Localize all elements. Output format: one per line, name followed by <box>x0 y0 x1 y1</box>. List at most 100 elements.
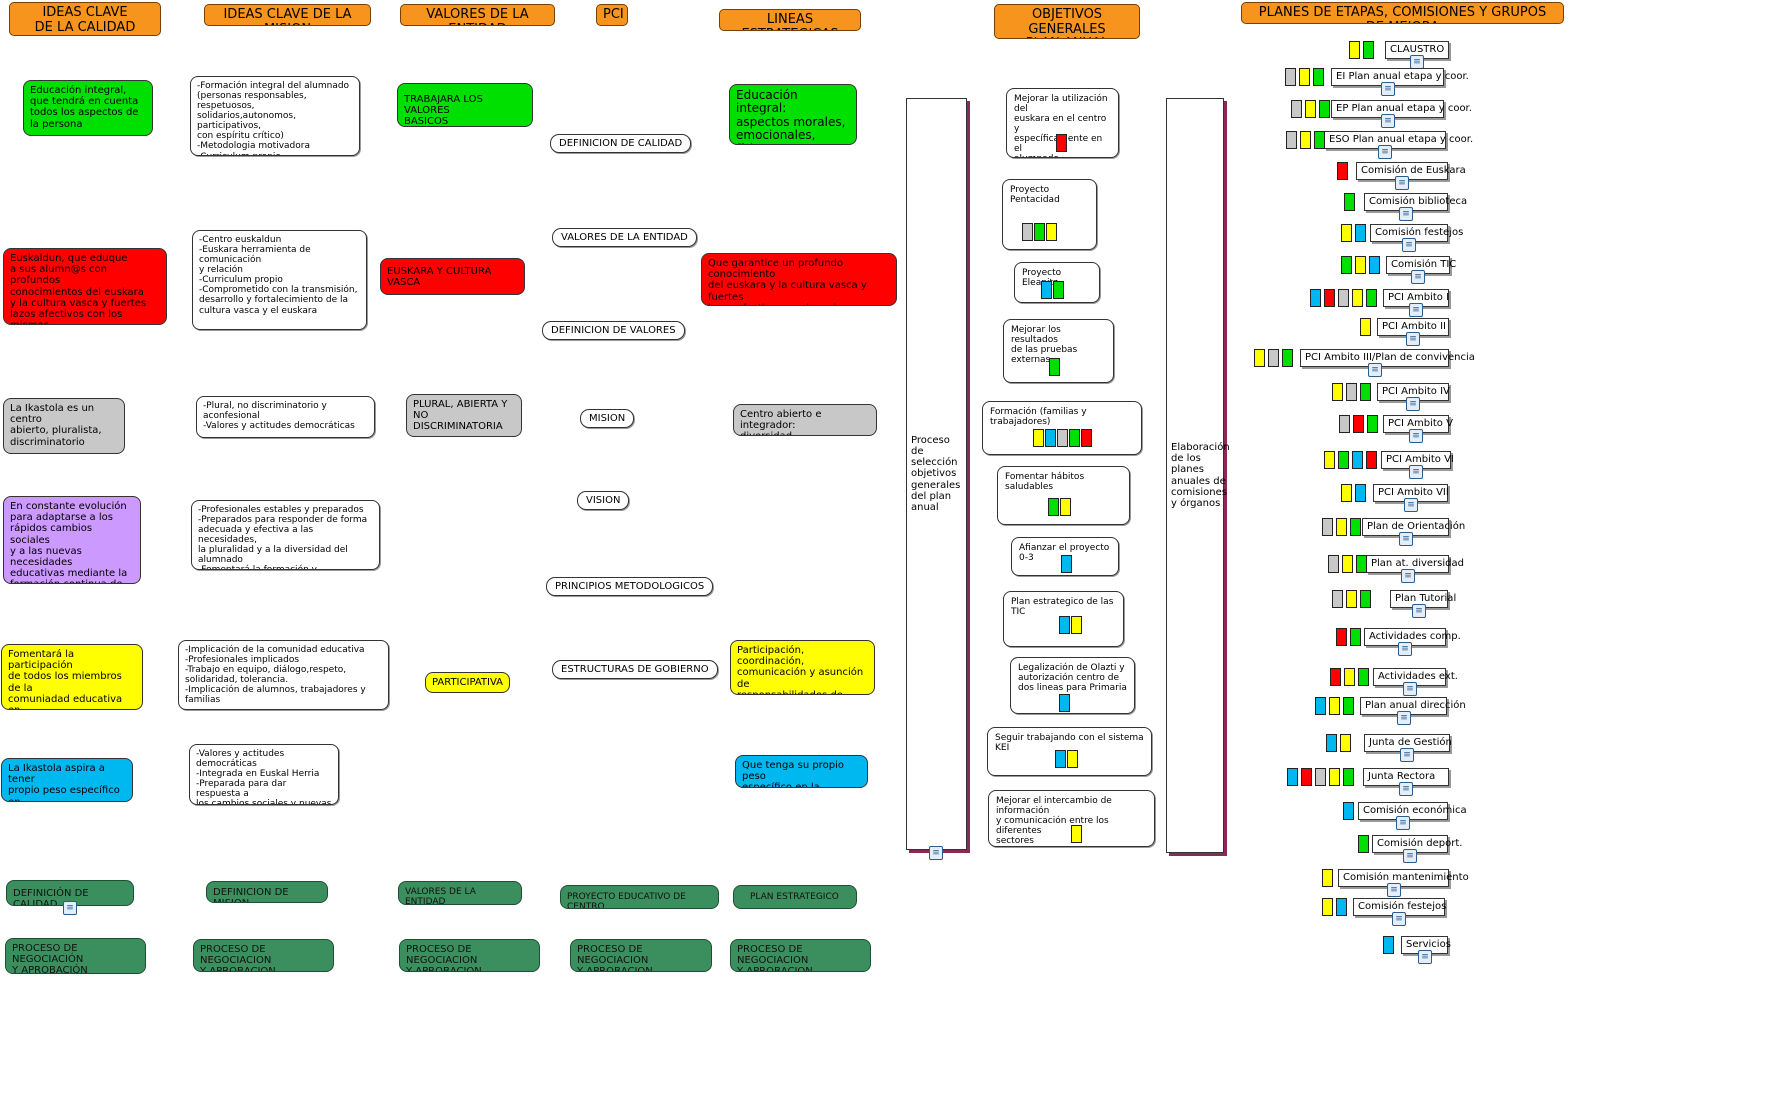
plan-color-marker <box>1326 734 1337 752</box>
plan-color-marker <box>1313 68 1324 86</box>
bottom-proceso-4[interactable]: PROCESO DE NEGOCIACION Y APROBACION <box>570 939 712 972</box>
document-icon[interactable]: ≡ <box>1392 912 1406 926</box>
bottom-definicion-mision[interactable]: DEFINICION DE MISION <box>206 881 328 903</box>
plan-color-marker <box>1360 318 1371 336</box>
pci-definicion-valores[interactable]: DEFINICION DE VALORES <box>542 321 685 340</box>
calidad-item-evolucion: En constante evolución para adaptarse a … <box>3 496 141 584</box>
plan-color-marker <box>1337 162 1348 180</box>
calidad-item-euskaldun: Euskaldun, que eduque a sus alumn@s con … <box>3 248 167 325</box>
plan-color-marker <box>1332 383 1343 401</box>
document-icon[interactable]: ≡ <box>1406 397 1420 411</box>
plan-color-marker <box>1341 224 1352 242</box>
document-icon[interactable]: ≡ <box>1404 498 1418 512</box>
document-icon[interactable]: ≡ <box>1396 816 1410 830</box>
proceso-seleccion-bar: Proceso de selección objetivos generales… <box>906 98 967 850</box>
plan-color-marker <box>1330 668 1341 686</box>
document-icon[interactable]: ≡ <box>1400 748 1414 762</box>
document-icon[interactable]: ≡ <box>1403 849 1417 863</box>
bottom-plan-estrategico[interactable]: PLAN ESTRATEGICO <box>733 885 857 909</box>
plan-color-marker <box>1282 349 1293 367</box>
document-icon[interactable]: ≡ <box>1418 950 1432 964</box>
bottom-proyecto-educativo[interactable]: PROYECTO EDUCATIVO DE CENTRO <box>560 885 719 909</box>
objetivo-color-marker <box>1055 750 1066 768</box>
document-icon[interactable]: ≡ <box>1395 176 1409 190</box>
plan-color-marker <box>1305 100 1316 118</box>
document-icon[interactable]: ≡ <box>1399 207 1413 221</box>
plan-color-marker <box>1268 349 1279 367</box>
objetivo-color-marker <box>1034 223 1045 241</box>
plan-color-marker <box>1336 898 1347 916</box>
header-valores: VALORES DE LA ENTIDAD <box>400 4 555 26</box>
document-icon[interactable]: ≡ <box>1401 569 1415 583</box>
plan-color-marker <box>1355 484 1366 502</box>
linea-participacion: Participación, coordinación, comunicació… <box>730 640 875 695</box>
plan-color-marker <box>1324 289 1335 307</box>
document-icon[interactable]: ≡ <box>1403 682 1417 696</box>
document-icon[interactable]: ≡ <box>1409 429 1423 443</box>
plan-color-marker <box>1355 224 1366 242</box>
plan-color-marker <box>1332 590 1343 608</box>
pci-valores-entidad[interactable]: VALORES DE LA ENTIDAD <box>552 228 697 247</box>
plan-color-marker <box>1360 590 1371 608</box>
plan-color-marker <box>1310 289 1321 307</box>
document-icon[interactable]: ≡ <box>1402 238 1416 252</box>
pci-estructuras[interactable]: ESTRUCTURAS DE GOBIERNO <box>552 660 718 679</box>
document-icon[interactable]: ≡ <box>1406 332 1420 346</box>
objetivo-color-marker <box>1059 694 1070 712</box>
plan-color-marker <box>1356 555 1367 573</box>
plan-color-marker <box>1314 131 1325 149</box>
objetivo-color-marker <box>1059 616 1070 634</box>
plan-color-marker <box>1350 518 1361 536</box>
document-icon[interactable]: ≡ <box>1399 782 1413 796</box>
plan-color-marker <box>1341 484 1352 502</box>
document-icon[interactable]: ≡ <box>1381 114 1395 128</box>
document-icon[interactable]: ≡ <box>1381 82 1395 96</box>
document-icon[interactable]: ≡ <box>1387 883 1401 897</box>
plan-color-marker <box>1339 415 1350 433</box>
plan-color-marker <box>1340 734 1351 752</box>
mision-item-1: -Formación integral del alumnado (person… <box>190 76 360 156</box>
bottom-valores-entidad[interactable]: VALORES DE LA ENTIDAD <box>398 881 522 905</box>
bottom-proceso-5[interactable]: PROCESO DE NEGOCIACION Y APROBACION <box>730 939 871 972</box>
plan-color-marker <box>1349 41 1360 59</box>
document-icon[interactable]: ≡ <box>1378 145 1392 159</box>
plan-color-marker <box>1286 131 1297 149</box>
document-icon[interactable]: ≡ <box>1399 532 1413 546</box>
proceso-doc-icon[interactable]: ≡ <box>929 846 943 860</box>
pci-definicion-calidad[interactable]: DEFINICION DE CALIDAD <box>550 134 692 153</box>
document-icon[interactable]: ≡ <box>1412 604 1426 618</box>
plan-color-marker <box>1338 451 1349 469</box>
plan-color-marker <box>1352 289 1363 307</box>
mision-item-3: -Plural, no discriminatorio y aconfesion… <box>196 396 375 438</box>
plan-color-marker <box>1363 41 1374 59</box>
bottom-proceso-1[interactable]: PROCESO DE NEGOCIACIÓN Y APROBACIÓN <box>5 938 146 974</box>
plan-color-marker <box>1355 256 1366 274</box>
plan-color-marker <box>1369 256 1380 274</box>
document-icon[interactable]: ≡ <box>1397 711 1411 725</box>
document-icon[interactable]: ≡ <box>1411 270 1425 284</box>
document-icon[interactable]: ≡ <box>1398 642 1412 656</box>
plan-color-marker <box>1287 768 1298 786</box>
document-icon[interactable]: ≡ <box>1409 303 1423 317</box>
header-lineas: LINEAS ESTRATEGICAS <box>719 9 861 31</box>
plan-color-marker <box>1291 100 1302 118</box>
objetivo-color-marker <box>1041 281 1052 299</box>
bottom-proceso-3[interactable]: PROCESO DE NEGOCIACION Y APROBACION <box>399 939 540 972</box>
objetivo-color-marker <box>1033 429 1044 447</box>
calidad-item-participacion: Fomentará la participación de todos los … <box>1 644 143 710</box>
plan-color-marker <box>1300 131 1311 149</box>
plan-color-marker <box>1301 768 1312 786</box>
pci-mision[interactable]: MISION <box>580 409 635 428</box>
document-icon[interactable]: ≡ <box>1368 363 1382 377</box>
plan-color-marker <box>1322 869 1333 887</box>
plan-item[interactable]: CLAUSTRO <box>1385 41 1449 59</box>
document-icon[interactable]: ≡ <box>1410 55 1424 69</box>
valor-euskara: EUSKARA Y CULTURA VASCA <box>380 258 525 295</box>
plan-item[interactable]: Comisión biblioteca <box>1364 193 1467 211</box>
pci-vision[interactable]: VISION <box>577 491 630 510</box>
plan-color-marker <box>1358 835 1369 853</box>
document-icon[interactable]: ≡ <box>1409 465 1423 479</box>
bottom-calidad-doc-icon[interactable]: ≡ <box>63 901 77 915</box>
bottom-proceso-2[interactable]: PROCESO DE NEGOCIACION Y APROBACION <box>193 939 334 972</box>
pci-principios[interactable]: PRINCIPIOS METODOLOGICOS <box>546 577 714 596</box>
